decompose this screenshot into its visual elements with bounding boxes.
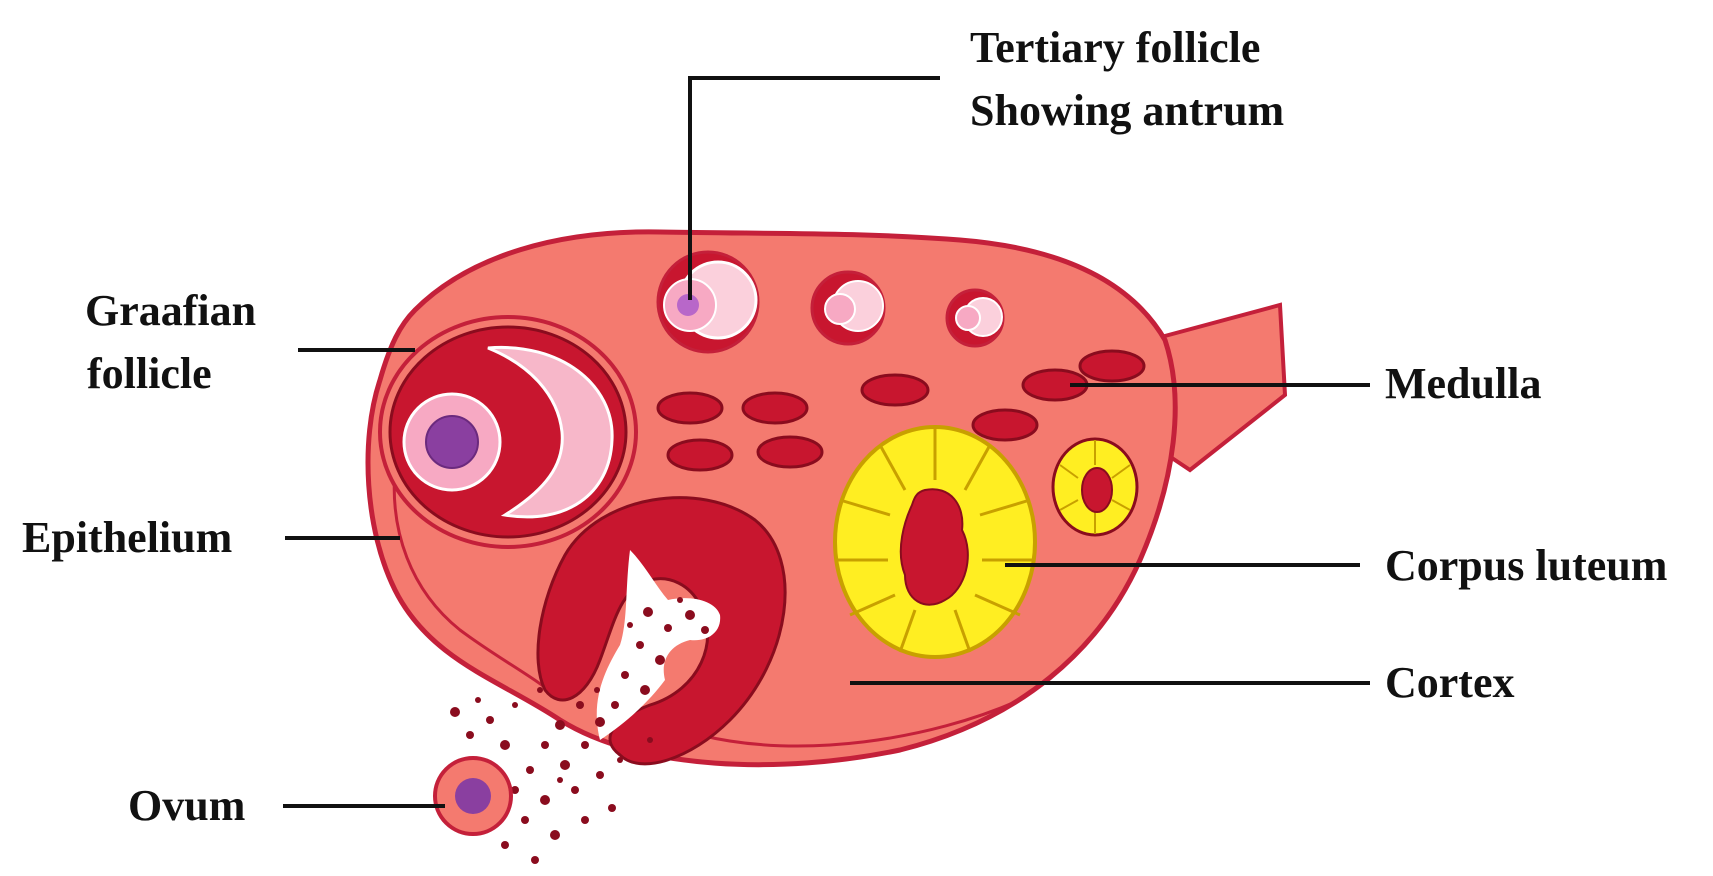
small-corpus-luteum (1053, 439, 1137, 535)
graafian-follicle (380, 317, 636, 547)
graafian-follicle-label-line2: follicle (87, 349, 212, 398)
graafian-follicle-label-line1: Graafian (85, 286, 256, 335)
corpus-luteum-label: Corpus luteum (1385, 541, 1667, 590)
medulla-label: Medulla (1385, 359, 1541, 408)
secondary-follicle (812, 272, 884, 344)
corpus-luteum (835, 427, 1035, 657)
tertiary-follicle (658, 252, 758, 352)
cortex-label: Cortex (1385, 658, 1515, 707)
primary-follicle (947, 290, 1003, 346)
tertiary-follicle-label-line1: Tertiary follicle (970, 23, 1260, 72)
epithelium-label: Epithelium (22, 513, 232, 562)
ovum-label: Ovum (128, 781, 245, 830)
ovum (435, 758, 511, 834)
tertiary-follicle-label-line2: Showing antrum (970, 86, 1284, 135)
